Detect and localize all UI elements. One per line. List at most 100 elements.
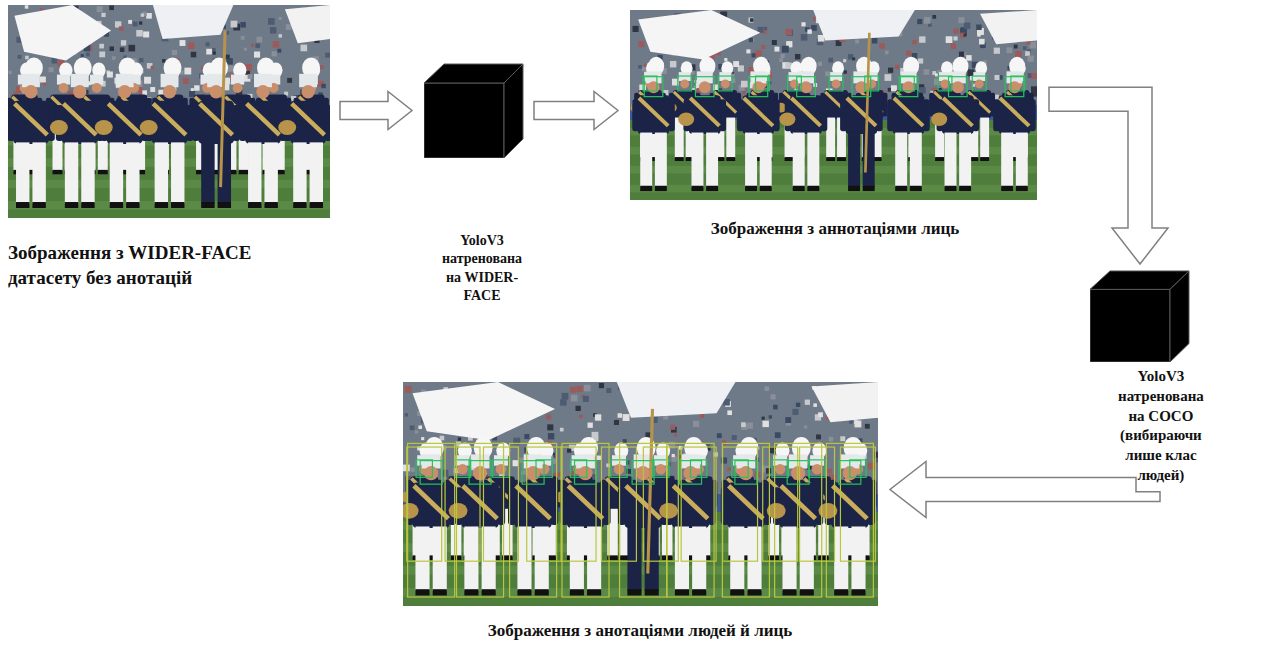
crowd-dot (191, 52, 197, 58)
sash (108, 104, 141, 135)
sash (247, 104, 280, 135)
crowd-dot (25, 5, 29, 9)
stands (403, 382, 878, 606)
sash (568, 486, 602, 519)
face-box (420, 461, 442, 485)
crowd-dot (749, 38, 753, 42)
face-box (938, 76, 952, 91)
crowd-dot (112, 56, 116, 60)
shoe (201, 202, 214, 208)
shoe (910, 186, 922, 191)
person-box (826, 443, 873, 597)
caption: Зображення з WIDER-FACE датасету без ано… (8, 240, 308, 290)
jacket (412, 483, 450, 528)
crowd-dot (1015, 51, 1022, 58)
crowd-dot (206, 49, 212, 55)
jacket (893, 95, 925, 134)
face-box (644, 77, 663, 97)
crowd-dot (919, 36, 925, 42)
image-panel: Зображення з WIDER-FACE датасету без ано… (8, 5, 330, 218)
crowd-dot (885, 74, 892, 81)
crowd-dot (226, 58, 232, 64)
crowd-dot (966, 55, 972, 61)
hollow-arrow (1049, 87, 1168, 264)
flag (617, 382, 736, 418)
face (496, 464, 506, 474)
crowd-dot (107, 72, 113, 78)
sash (63, 104, 96, 135)
crowd-dot (958, 17, 964, 23)
face (59, 83, 69, 93)
leg (32, 142, 45, 203)
sash (153, 104, 186, 135)
face-box (680, 461, 702, 485)
jacket (672, 483, 710, 528)
leg (264, 142, 277, 203)
crowd-dot (717, 433, 722, 438)
crowd-dot (906, 51, 911, 56)
face-box (852, 77, 871, 97)
face-box (1005, 77, 1024, 97)
crowd-dot (1006, 47, 1012, 53)
crowd-dot (786, 29, 792, 35)
crowd-dot (226, 55, 230, 59)
leg (464, 526, 478, 590)
crowd-dot (1030, 42, 1037, 49)
face-box (1011, 76, 1025, 91)
crowd-dot (256, 37, 262, 43)
hollow-arrow (534, 92, 618, 130)
crowd-dot (146, 13, 152, 19)
sash (833, 486, 867, 519)
crowd-dot (775, 432, 781, 438)
face-box (788, 76, 802, 91)
crowd-dot (128, 45, 135, 52)
leg (747, 526, 761, 590)
flag (638, 10, 760, 59)
face (855, 81, 867, 93)
crowd-dot (150, 87, 155, 92)
crowd-dot (762, 417, 765, 420)
leg (535, 526, 549, 590)
jacket (198, 101, 234, 144)
crowd-dot (727, 410, 732, 415)
crowd-dot (785, 417, 791, 423)
crowd-dot (781, 54, 785, 58)
person-box (620, 443, 667, 597)
shoe (98, 170, 108, 174)
crowd-dot (671, 456, 676, 461)
leg (851, 526, 865, 590)
shoe (675, 157, 684, 161)
person-box (643, 447, 678, 561)
leg (570, 526, 584, 590)
crowd-dot (144, 77, 151, 84)
crowd-dot (924, 17, 931, 24)
crowd-dot (825, 71, 830, 76)
crowd-dot (879, 43, 885, 49)
shoe (32, 202, 45, 208)
shoe (945, 186, 957, 191)
crowd-dot (547, 424, 553, 430)
crowd-dot (1025, 51, 1030, 56)
band (403, 409, 877, 596)
leg (65, 142, 78, 203)
person-box (562, 443, 609, 597)
face-box (575, 461, 597, 485)
leg (415, 526, 429, 590)
crowd-dot (951, 43, 957, 49)
crowd-dot (248, 74, 253, 79)
shoe (517, 589, 531, 595)
crowd-dot (405, 413, 408, 416)
jacket (742, 95, 774, 134)
person-box (483, 447, 518, 561)
leg (675, 526, 689, 590)
crowd-dot (752, 53, 756, 57)
crowd-dot (18, 55, 22, 59)
face (614, 464, 624, 474)
face-box (416, 460, 432, 477)
face-box (900, 76, 914, 91)
jacket (999, 95, 1031, 134)
leg (826, 118, 835, 159)
shoe (464, 589, 478, 595)
crowd-dot (792, 409, 798, 415)
crowd-dot (700, 414, 704, 418)
